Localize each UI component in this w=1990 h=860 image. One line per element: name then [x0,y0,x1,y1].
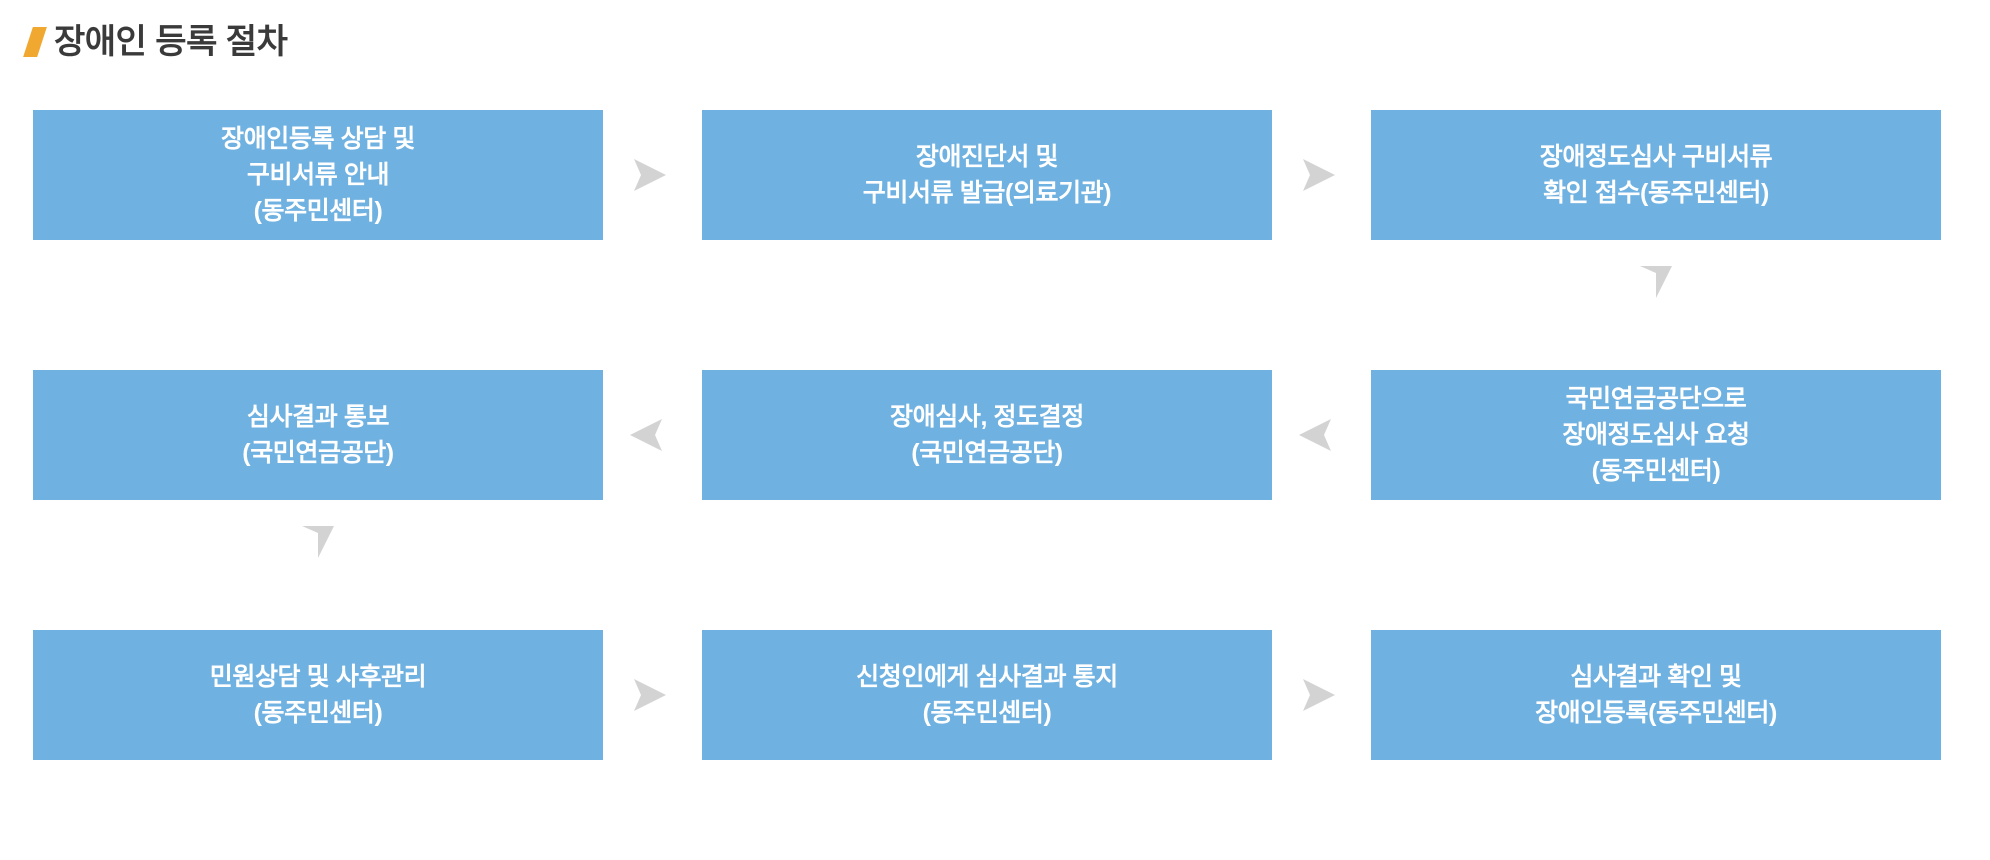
flow-row-2: 심사결과 통보 (국민연금공단) 장애심사, 정도결정 (국민연금공단) 국민연… [0,370,1990,500]
arrow-left-icon [1291,409,1343,461]
flow-node-label: 장애심사, 정도결정 (국민연금공단) [890,402,1084,467]
page-title-text: 장애인 등록 절차 [54,23,288,61]
flow-node-step-2[interactable]: 장애진단서 및 구비서류 발급(의료기관) [702,110,1272,240]
flow-row-3: 민원상담 및 사후관리 (동주민센터) 신청인에게 심사결과 통지 (동주민센터… [0,630,1990,760]
arrow-right-icon [622,669,674,721]
flow-node-label: 국민연금공단으로 장애정도심사 요청 (동주민센터) [1562,384,1750,486]
flow-node-step-3[interactable]: 장애정도심사 구비서류 확인 접수(동주민센터) [1371,110,1941,240]
arrow-down-icon [292,514,344,566]
arrow-left-icon [622,409,674,461]
title-marker-icon [23,27,47,57]
flow-node-label: 심사결과 확인 및 장애인등록(동주민센터) [1535,662,1777,727]
flow-node-step-6[interactable]: 심사결과 통보 (국민연금공단) [33,370,603,500]
flow-node-label: 신청인에게 심사결과 통지 (동주민센터) [856,662,1118,727]
flow-gap-2 [0,500,1990,630]
flow-node-step-4[interactable]: 국민연금공단으로 장애정도심사 요청 (동주민센터) [1371,370,1941,500]
flow-gap-1 [0,240,1990,370]
flow-node-step-5[interactable]: 장애심사, 정도결정 (국민연금공단) [702,370,1272,500]
flow-node-label: 장애진단서 및 구비서류 발급(의료기관) [862,142,1112,207]
flow-node-step-1[interactable]: 장애인등록 상담 및 구비서류 안내 (동주민센터) [33,110,603,240]
arrow-down-icon [1630,254,1682,306]
arrow-right-icon [1291,149,1343,201]
flow-node-step-8[interactable]: 신청인에게 심사결과 통지 (동주민센터) [702,630,1272,760]
flow-row-1: 장애인등록 상담 및 구비서류 안내 (동주민센터) 장애진단서 및 구비서류 … [0,110,1990,240]
flow-node-label: 민원상담 및 사후관리 (동주민센터) [209,662,427,727]
arrow-right-icon [1291,669,1343,721]
process-flow: 장애인등록 상담 및 구비서류 안내 (동주민센터) 장애진단서 및 구비서류 … [0,110,1990,760]
flow-node-label: 심사결과 통보 (국민연금공단) [242,402,394,467]
page-title: 장애인 등록 절차 [23,16,288,68]
flow-node-label: 장애인등록 상담 및 구비서류 안내 (동주민센터) [221,124,415,226]
flow-node-step-9[interactable]: 민원상담 및 사후관리 (동주민센터) [33,630,603,760]
arrow-right-icon [622,149,674,201]
flow-node-step-7[interactable]: 심사결과 확인 및 장애인등록(동주민센터) [1371,630,1941,760]
flow-node-label: 장애정도심사 구비서류 확인 접수(동주민센터) [1539,142,1773,207]
